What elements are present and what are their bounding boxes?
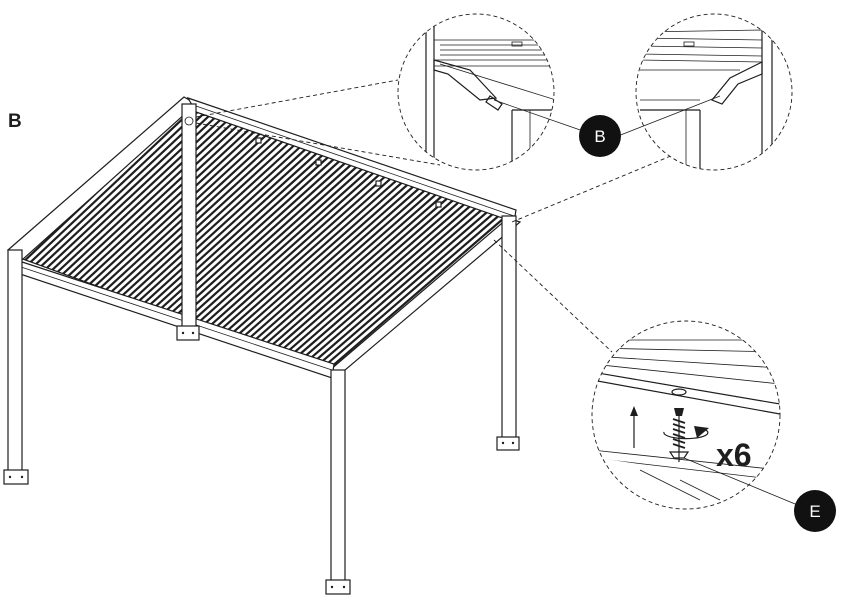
louver-slat — [256, 189, 434, 346]
louver-slat — [316, 211, 496, 367]
screw-quantity-label: x6 — [716, 437, 752, 473]
louver-slat — [121, 139, 293, 297]
louver-slat — [283, 199, 462, 356]
screw-icon — [668, 408, 690, 462]
louver-slat — [35, 107, 203, 265]
louver-slat — [240, 183, 417, 340]
louver-slat — [175, 159, 350, 316]
louver-slat — [127, 141, 299, 299]
louver-slat — [278, 197, 457, 354]
callout-badge-lower-label: E — [809, 502, 820, 521]
louver-slat — [267, 193, 446, 350]
louver-slat — [224, 177, 400, 334]
arrow-up-icon — [630, 406, 638, 448]
louver-slat — [310, 209, 491, 365]
louver-slat — [78, 123, 248, 281]
louver-slat — [218, 175, 395, 332]
louver-slat — [299, 205, 479, 362]
louver-slat — [73, 121, 243, 279]
louver-slat — [197, 167, 372, 324]
callout-badge-lower: E — [794, 490, 836, 532]
detail-view-top-right — [635, 13, 793, 171]
rotation-arrow-icon — [663, 426, 709, 440]
louver-slat — [186, 163, 361, 320]
post-front-left — [3, 249, 29, 485]
louver-slat — [94, 129, 265, 287]
callout-badge-upper: B — [579, 115, 621, 157]
louver-slat — [272, 195, 451, 352]
louver-slat — [326, 215, 508, 371]
louver-slat — [116, 137, 288, 295]
louver-slat — [89, 127, 260, 285]
louver-slat — [57, 115, 226, 273]
louver-slat — [67, 119, 237, 277]
louver-slat — [137, 145, 310, 303]
louver-slat — [229, 179, 406, 336]
louver-slat — [181, 161, 355, 318]
callout-badge-upper-label: B — [594, 127, 605, 146]
detail-view-bottom: x6 — [591, 320, 781, 510]
detail-view-top-left — [397, 13, 555, 171]
louver-slat — [245, 185, 423, 342]
post-back-right — [496, 215, 520, 451]
post-back-center — [176, 103, 200, 341]
leader-lines — [195, 79, 691, 353]
louver-slat — [305, 207, 485, 364]
louver-slat — [40, 109, 209, 267]
louver-slat — [208, 171, 384, 328]
louver-slat — [262, 191, 440, 348]
louver-slat — [235, 181, 412, 338]
louver-slat — [84, 125, 254, 283]
louver-slat — [289, 201, 468, 358]
louver-slat — [321, 213, 502, 369]
callout-pointer-lower — [683, 457, 801, 507]
louver-slat — [202, 169, 378, 326]
post-front-right — [325, 369, 351, 595]
louver-slat — [251, 187, 429, 344]
pergola-structure — [3, 96, 522, 595]
louver-slat — [148, 149, 322, 306]
louver-slat — [62, 117, 231, 275]
louver-slat — [213, 173, 389, 330]
louver-slat — [30, 105, 198, 263]
pergola-posts — [3, 103, 520, 595]
louver-slat — [132, 143, 305, 301]
louver-slat — [294, 203, 474, 360]
step-letter: B — [8, 111, 22, 132]
louver-slat — [170, 157, 344, 314]
callout-pointer-upper — [493, 95, 721, 137]
roof-beams — [7, 96, 522, 379]
louver-slat — [143, 147, 316, 305]
louver-slat — [191, 165, 367, 322]
